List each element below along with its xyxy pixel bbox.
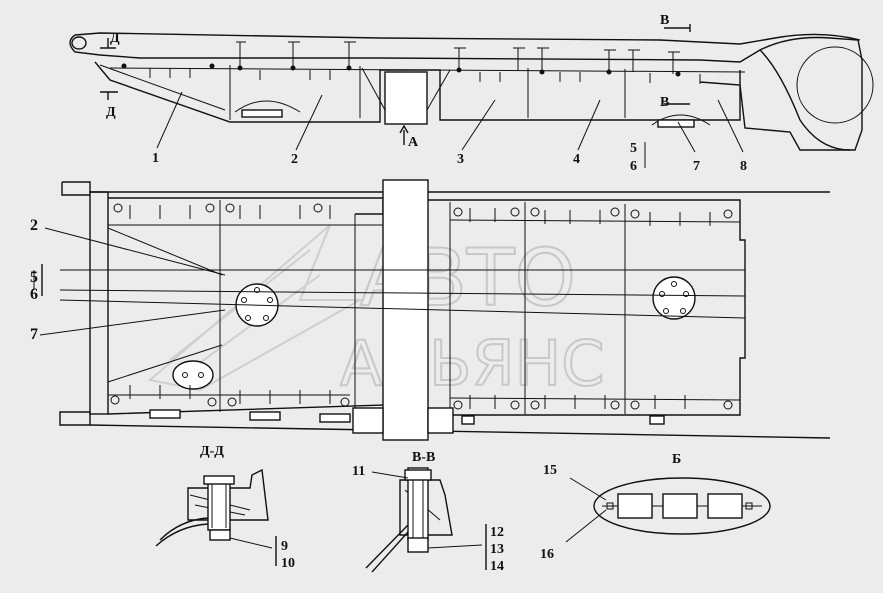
plan-callout-5: 5	[30, 269, 38, 286]
callout-1: 1	[152, 151, 159, 166]
detail-dd-title: Д-Д	[200, 444, 224, 459]
section-mark-v-mid: В	[660, 95, 669, 110]
watermark-line2: АЛЬЯНС	[340, 327, 605, 400]
callout-8: 8	[740, 159, 747, 174]
plan-callout-6: 6	[30, 286, 38, 303]
detail-dd-callout-9: 9	[281, 539, 288, 554]
section-mark-v-top: В	[660, 13, 669, 28]
detail-vv-title: В-В	[412, 450, 435, 465]
callout-3: 3	[457, 152, 464, 167]
detail-b-title: Б	[672, 452, 681, 467]
plan-view	[59, 179, 831, 441]
callout-5: 5	[630, 141, 637, 156]
detail-b-callout-15: 15	[543, 463, 557, 478]
callout-6: 6	[630, 159, 637, 174]
callout-7: 7	[693, 159, 700, 174]
detail-vv-callout-12: 12	[490, 525, 504, 540]
detail-vv-callout-13: 13	[490, 542, 504, 557]
detail-dd-callout-10: 10	[281, 556, 295, 571]
detail-d-d	[155, 468, 277, 566]
side-view	[69, 24, 874, 151]
plan-callout-7: 7	[30, 326, 38, 343]
detail-vv-callout-11: 11	[352, 464, 365, 479]
section-mark-d-bottom: Д	[106, 105, 116, 120]
plan-callout-2: 2	[30, 217, 38, 234]
detail-v-v	[365, 467, 487, 573]
section-mark-a: А	[408, 135, 419, 150]
detail-b	[565, 477, 771, 543]
detail-b-callout-16: 16	[540, 547, 554, 562]
plan-bolts	[110, 203, 733, 425]
section-mark-d-top: Д	[110, 31, 120, 46]
side-bolts	[121, 41, 701, 84]
detail-vv-callout-14: 14	[490, 559, 504, 574]
callout-2: 2	[291, 152, 298, 167]
callout-4: 4	[573, 152, 580, 167]
